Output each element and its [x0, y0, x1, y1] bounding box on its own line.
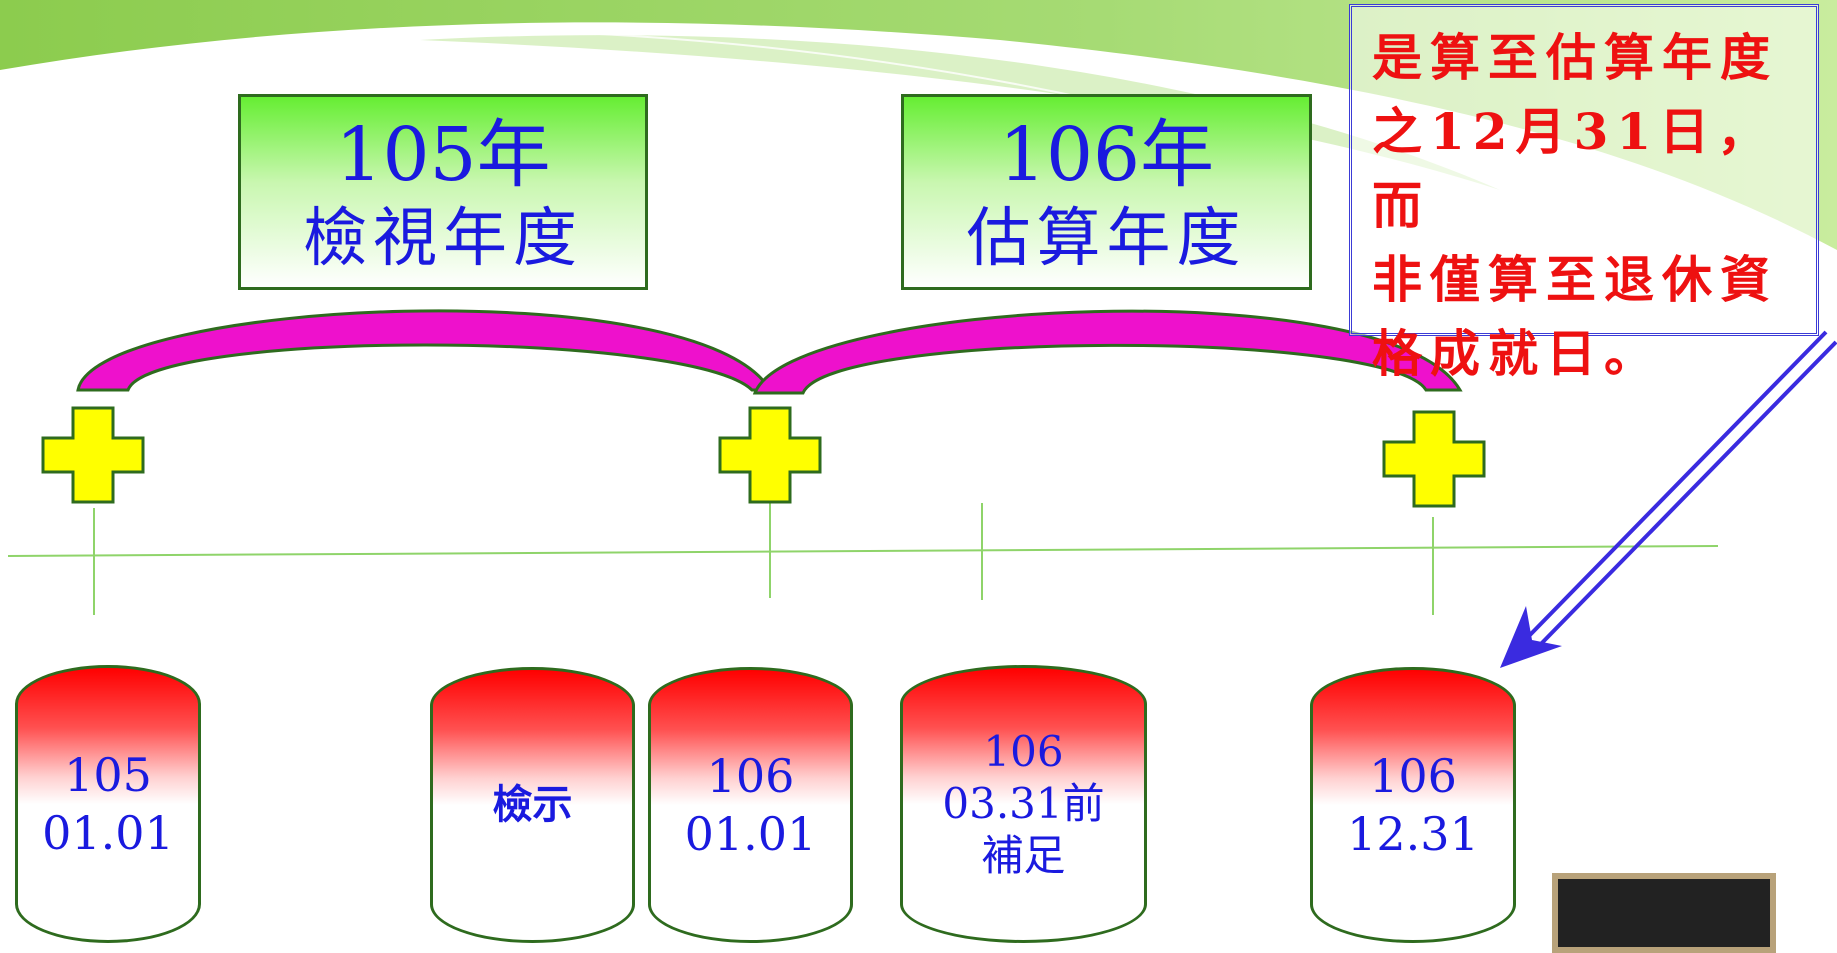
plus-marker-1 [41, 406, 145, 504]
drum-106-0101-year: 106 [706, 749, 795, 803]
drum-105-0101-year: 105 [64, 748, 152, 802]
light-swoosh [420, 35, 1500, 191]
plus-marker-3 [1382, 410, 1486, 508]
drum-106-0101: 106 01.01 [648, 667, 853, 943]
year-box-106-year: 106年 [998, 112, 1215, 198]
year-box-106: 106年 估算年度 [901, 94, 1312, 290]
arc-105 [76, 309, 773, 392]
note-line-3: 非僅算至退休資 [1372, 250, 1778, 309]
drum-106-0331-note: 補足 [981, 831, 1066, 880]
drum-106-0331-date: 03.31前 [942, 779, 1105, 828]
drum-106-1231: 106 12.31 [1310, 667, 1516, 943]
note-line-1: 是算至估算年度 [1372, 28, 1778, 87]
year-box-105-label: 檢視年度 [303, 202, 583, 276]
drum-106-1231-date: 12.31 [1347, 807, 1479, 861]
note-callout: 是算至估算年度 之12月31日，而 非僅算至退休資 格成就日。 [1349, 4, 1819, 383]
drum-105-0101: 105 01.01 [15, 665, 201, 943]
chalkboard-decoration [1552, 873, 1776, 953]
drum-106-0331: 106 03.31前 補足 [900, 665, 1147, 943]
note-line-2: 之12月31日，而 [1372, 102, 1776, 235]
year-box-105-year: 105年 [335, 112, 551, 198]
drum-inspect: 檢示 [430, 667, 635, 943]
arrow-shaft-b [1535, 340, 1837, 650]
drum-106-0101-date: 01.01 [684, 807, 817, 861]
year-box-105: 105年 檢視年度 [238, 94, 648, 290]
drum-105-0101-date: 01.01 [42, 806, 174, 860]
drum-106-1231-year: 106 [1369, 749, 1457, 803]
timeline-line [7, 545, 1719, 557]
drum-106-0331-year: 106 [983, 727, 1064, 776]
drum-inspect-label: 檢示 [492, 781, 573, 828]
arc-106 [752, 309, 1463, 395]
note-line-4: 格成就日。 [1372, 324, 1662, 383]
plus-marker-2 [718, 406, 822, 504]
year-box-106-label: 估算年度 [966, 202, 1247, 276]
arrow-head [1500, 606, 1562, 668]
arrow-shaft-a [1525, 330, 1828, 640]
